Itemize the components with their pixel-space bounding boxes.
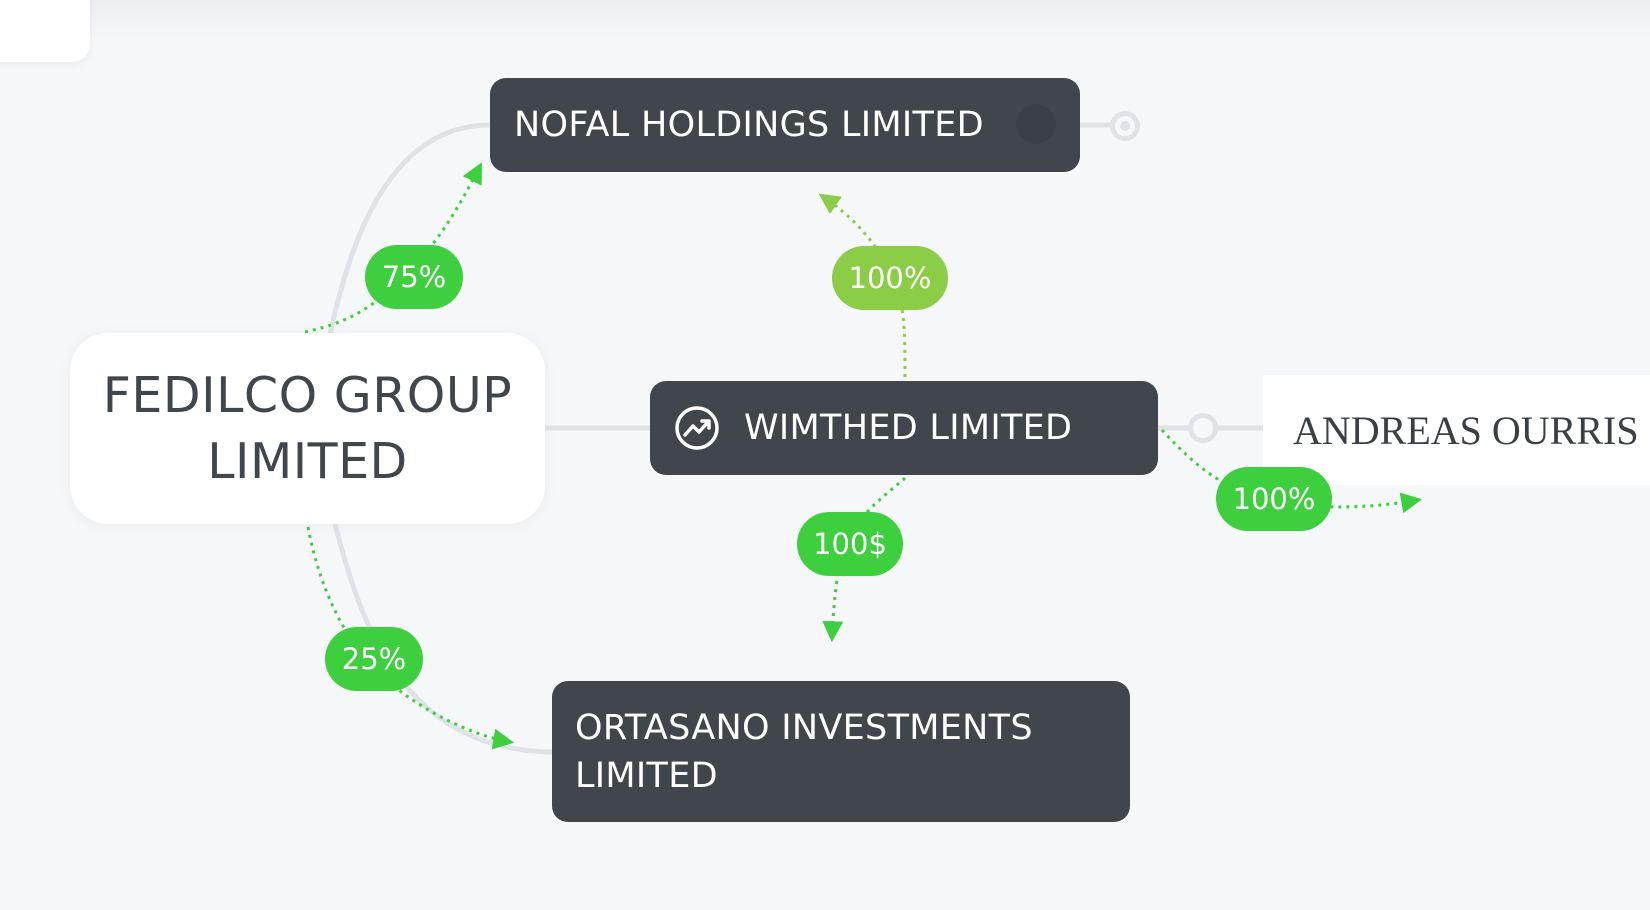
toolbar-panel[interactable]: [0, 0, 90, 62]
connector-fedilco-nofal: [327, 122, 491, 336]
wimthed-expand-port[interactable]: [1188, 413, 1218, 443]
node-label: NOFAL HOLDINGS LIMITED: [514, 105, 984, 145]
flow-label-wimthed-ortasano[interactable]: 100$: [797, 512, 903, 576]
node-label: WIMTHED LIMITED: [744, 408, 1073, 448]
node-andreas-ourris[interactable]: ANDREAS OURRIS: [1263, 375, 1650, 485]
node-label: ORTASANO INVESTMENTS LIMITED: [575, 707, 1033, 796]
nofal-expand-port[interactable]: [1110, 111, 1140, 141]
node-label: FEDILCO GROUP LIMITED: [102, 366, 513, 490]
top-shade: [0, 0, 1650, 40]
port-dot: [1120, 121, 1130, 131]
flow-label-wimthed-andreas[interactable]: 100%: [1216, 467, 1332, 531]
node-wimthed-limited[interactable]: WIMTHED LIMITED: [650, 381, 1158, 475]
flow-label-fedilco-nofal[interactable]: 75%: [365, 245, 463, 309]
flow-label-wimthed-nofal[interactable]: 100%: [832, 246, 948, 310]
node-fedilco-group-limited[interactable]: FEDILCO GROUP LIMITED: [70, 333, 545, 524]
trending-up-icon: [675, 406, 719, 450]
flow-label-fedilco-ortasano[interactable]: 25%: [325, 627, 423, 691]
node-ortasano-investments-limited[interactable]: ORTASANO INVESTMENTS LIMITED: [552, 681, 1130, 822]
node-label: ANDREAS OURRIS: [1293, 407, 1639, 453]
note-icon[interactable]: [1016, 104, 1056, 144]
node-nofal-holdings-limited[interactable]: NOFAL HOLDINGS LIMITED: [490, 78, 1080, 172]
flow-arrow-fedilco-nofal: [304, 162, 482, 334]
flow-arrow-fedilco-ortasano: [306, 526, 515, 750]
